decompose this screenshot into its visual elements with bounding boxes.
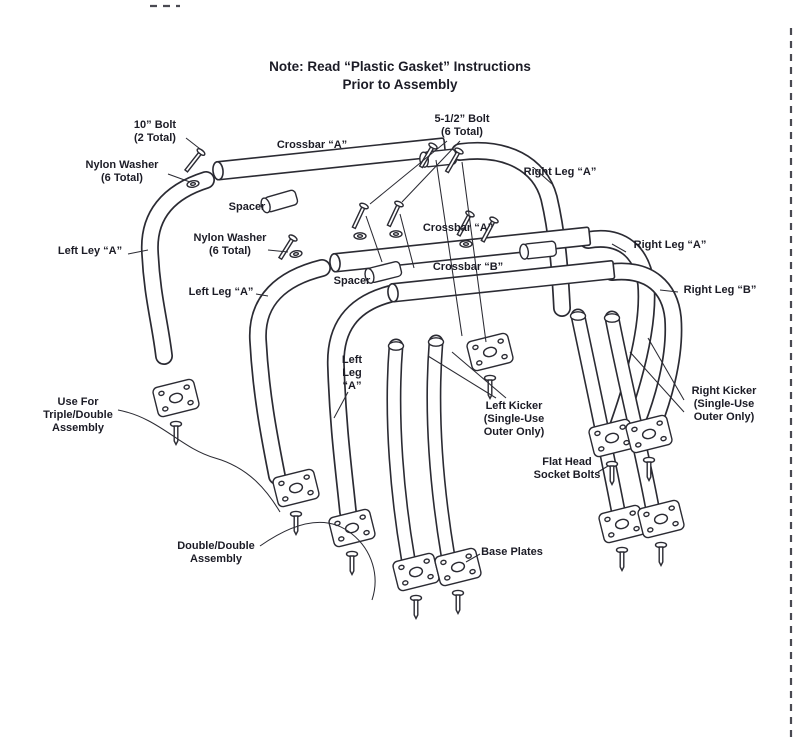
base-plate — [327, 507, 377, 549]
base-plate — [391, 551, 441, 593]
leader-lines — [117, 137, 685, 601]
socket-bolt — [654, 541, 668, 567]
right-leg-b-tube — [603, 262, 683, 437]
label-nylon-washer-mid: Nylon Washer (6 Total) — [193, 232, 267, 257]
label-use-for-triple-double: Use For Triple/Double Assembly — [43, 396, 113, 434]
label-base-plates: Base Plates — [481, 546, 543, 558]
label-flat-head-socket-bolts: Flat Head Socket Bolts — [533, 456, 601, 481]
label-crossbar-a-top: Crossbar “A” — [276, 139, 348, 151]
label-10in-bolt: 10” Bolt (2 Total) — [133, 119, 177, 144]
label-right-leg-a-top: Right Leg “A” — [523, 166, 597, 178]
label-double-double-assembly: Double/Double Assembly — [177, 540, 255, 565]
nylon-washer-b — [389, 230, 403, 238]
right-kicker-tubes — [569, 308, 660, 518]
left-leg-a-top-tube — [140, 171, 215, 365]
socket-bolt — [169, 420, 183, 446]
base-plate — [465, 331, 515, 373]
base-plate — [636, 498, 686, 540]
socket-bolt — [451, 589, 465, 615]
label-left-ley-a: Left Ley “A” — [57, 245, 123, 257]
crossbar-b-tube — [387, 260, 616, 303]
bolt-5half-4 — [384, 199, 405, 229]
label-5half-bolt: 5-1/2” Bolt (6 Total) — [434, 113, 490, 138]
label-crossbar-a-mid: Crossbar “A” — [422, 222, 494, 234]
socket-bolt — [345, 550, 359, 576]
bolt-5half-3 — [349, 201, 370, 231]
nylon-washer-mid — [288, 249, 304, 259]
label-left-kicker: Left Kicker (Single-Use Outer Only) — [483, 400, 545, 438]
socket-bolt — [615, 546, 629, 572]
crossbar-a-top-tube — [212, 137, 447, 181]
nylon-washer-a — [353, 232, 367, 240]
left-leg-a-b-tube — [326, 285, 399, 521]
crossbar-a-mid-tube — [329, 226, 592, 273]
label-spacer-mid: Spacer — [333, 275, 371, 287]
label-left-leg-a: Left Leg “A” — [188, 286, 254, 298]
label-right-kicker: Right Kicker (Single-Use Outer Only) — [691, 385, 757, 423]
label-right-leg-a-mid: Right Leg “A” — [633, 239, 707, 251]
nylon-washer-c — [459, 240, 473, 248]
base-plate — [151, 377, 201, 419]
label-left-leg-a-small: Left Leg “A” — [341, 354, 363, 392]
left-leg-a-mid-tube — [248, 259, 331, 485]
label-crossbar-b: Crossbar “B” — [432, 261, 504, 273]
left-kicker-tubes — [386, 334, 456, 566]
page-edge-marks — [150, 4, 793, 738]
note-title: Note: Read “Plastic Gasket” Instructions… — [269, 59, 531, 93]
socket-bolt — [483, 374, 497, 400]
label-nylon-washer-top: Nylon Washer (6 Total) — [85, 159, 159, 184]
label-right-leg-b: Right Leg “B” — [683, 284, 757, 296]
label-spacer-top: Spacer — [228, 201, 266, 213]
socket-bolt — [409, 594, 423, 620]
socket-bolt — [289, 510, 303, 536]
